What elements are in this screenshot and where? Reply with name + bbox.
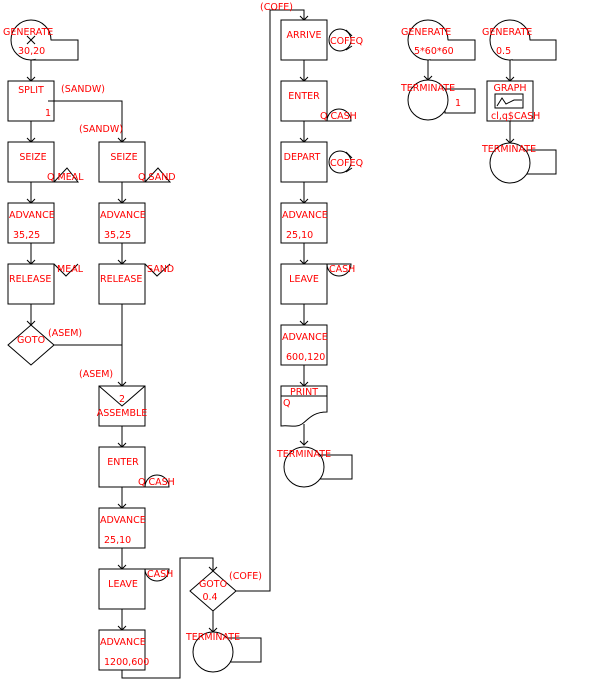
block-operand: 25,10 [104,535,131,546]
terminate-block-c[interactable]: TERMINATE [276,446,353,488]
assemble-block[interactable]: 2 ASSEMBLE [97,385,148,427]
block-name: GRAPH [494,83,527,94]
block-name: SEIZE [110,152,137,163]
block-name: TERMINATE [276,449,331,460]
block-name: RELEASE [9,274,51,285]
split-destination: (SANDW) [61,84,105,95]
block-name: ADVANCE [9,210,55,221]
block-operand: COFEQ [330,158,363,169]
block-operand: Q [283,398,290,409]
block-name: PRINT [290,387,318,398]
generate-block-e[interactable]: GENERATE 0.5 [482,19,557,61]
block-operand: 0.4 [202,592,217,603]
depart-block[interactable]: DEPART COFEQ [280,141,363,183]
block-name: TERMINATE [400,83,455,94]
block-name: ENTER [107,457,139,468]
block-name: GOTO [17,335,45,346]
block-operand: 1 [45,108,51,119]
block-operand: 35,25 [13,230,40,241]
block-operand: Q CASH [320,111,357,122]
block-operand: COFEQ [330,36,363,47]
block-name: SEIZE [19,152,46,163]
goto-destination: (ASEM) [48,328,82,339]
block-name: ADVANCE [100,210,146,221]
arrive-block[interactable]: ARRIVE COFEQ [280,19,363,61]
block-name: ENTER [288,91,320,102]
release-block-meal[interactable]: RELEASE MEAL [7,263,84,305]
block-operand: 25,10 [286,230,313,241]
block-name: GENERATE [482,27,532,38]
generate-block-d[interactable]: GENERATE 5*60*60 [401,19,476,61]
advance-block-b2[interactable]: ADVANCE 25,10 [98,507,146,549]
goto-block-a[interactable]: GOTO (ASEM) [7,324,82,366]
leave-block-c[interactable]: LEAVE CASH [280,263,355,305]
block-name: TERMINATE [481,144,536,155]
block-operand: Q MEAL [47,172,84,183]
print-block[interactable]: PRINT Q [280,385,328,427]
block-name: ARRIVE [286,30,321,41]
block-name: ADVANCE [282,210,328,221]
release-block-sand[interactable]: RELEASE SAND [98,263,174,305]
block-operand: Q SAND [138,172,176,183]
terminate-block-goto[interactable]: TERMINATE [185,631,262,673]
block-name: GENERATE [3,27,53,38]
advance-block-c2[interactable]: ADVANCE 600,120 [280,324,328,366]
enter-block-b[interactable]: ENTER Q CASH [98,446,175,488]
block-operand: CASH [329,264,355,275]
block-operand: 30,20 [18,46,45,57]
block-name: RELEASE [100,274,142,285]
block-operand: 5*60*60 [414,46,454,57]
block-operand: 2 [119,394,125,405]
advance-block-a[interactable]: ADVANCE 35,25 [7,202,55,244]
block-name: LEAVE [108,579,138,590]
seize-block-meal[interactable]: SEIZE Q MEAL [7,141,84,183]
block-operand: 35,25 [104,230,131,241]
block-name: GENERATE [401,27,451,38]
seize-block-sand[interactable]: SEIZE Q SAND [98,141,176,183]
advance-block-b[interactable]: ADVANCE 35,25 [98,202,146,244]
graph-icon [494,93,524,109]
block-operand: 1200,600 [104,657,149,668]
terminate-block-e[interactable]: TERMINATE [481,142,557,184]
label-cofe: (COFE) [260,2,293,13]
graph-block[interactable]: GRAPH cl,q$CASH [486,80,540,122]
enter-block-c[interactable]: ENTER Q CASH [280,80,357,122]
block-operand: SAND [147,264,174,275]
advance-block-c[interactable]: ADVANCE 25,10 [280,202,328,244]
split-block[interactable]: SPLIT 1 (SANDW) [7,80,105,122]
block-operand: Q CASH [138,477,175,488]
block-operand: MEAL [57,264,84,275]
block-name: ADVANCE [282,332,328,343]
block-name: LEAVE [289,274,319,285]
block-operand: 0.5 [496,46,511,57]
goto-destination: (COFE) [229,571,262,582]
block-operand: CASH [147,569,173,580]
block-operand: cl,q$CASH [491,111,540,122]
block-name: GOTO [199,579,227,590]
block-name: ADVANCE [100,637,146,648]
block-operand: 1 [455,98,461,109]
block-name: ADVANCE [100,515,146,526]
block-operand: 600,120 [286,352,325,363]
block-name: ASSEMBLE [97,408,148,419]
block-name: TERMINATE [185,632,240,643]
goto-block-cofe[interactable]: GOTO 0.4 (COFE) [189,570,262,612]
label-sandw: (SANDW) [79,124,123,135]
advance-block-b3[interactable]: ADVANCE 1200,600 [98,629,149,671]
generate-block-a[interactable]: GENERATE 30,20 [3,19,79,61]
leave-block-b[interactable]: LEAVE CASH [98,568,173,610]
block-name: DEPART [284,152,321,163]
label-asem: (ASEM) [79,369,113,380]
terminate-block-d[interactable]: TERMINATE 1 [400,79,476,121]
block-name: SPLIT [18,85,44,96]
